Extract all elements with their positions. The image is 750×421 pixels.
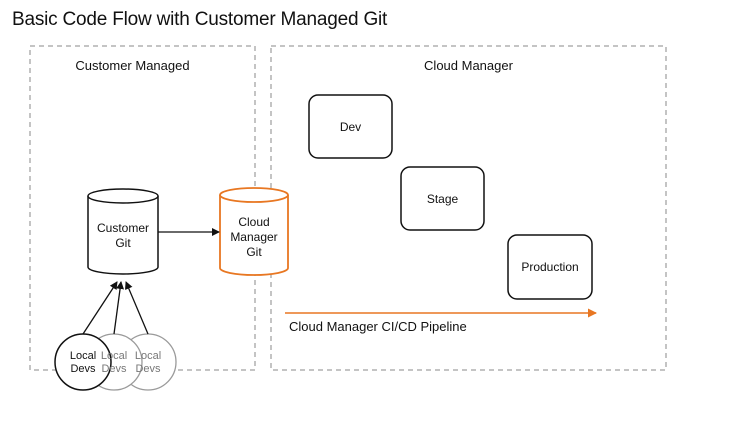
customer-managed-label: Customer Managed xyxy=(75,58,190,73)
stage-label: Stage xyxy=(426,192,459,206)
local-dev-arrow-1 xyxy=(82,281,118,335)
pipeline-label: Cloud Manager CI/CD Pipeline xyxy=(289,319,467,334)
dev-label: Dev xyxy=(339,120,362,134)
production-box xyxy=(507,234,593,300)
cloud-manager-git-label: Cloud Manager Git xyxy=(230,215,278,259)
cloud-manager-label: Cloud Manager xyxy=(424,58,513,73)
cloud-manager-git-cylinder xyxy=(219,187,289,276)
local-dev-arrow-2 xyxy=(113,281,125,335)
local-dev-arrow-3 xyxy=(125,281,149,335)
customer-git-cylinder xyxy=(87,188,159,275)
production-label: Production xyxy=(521,260,579,274)
dev-box xyxy=(308,94,393,159)
diagram-title: Basic Code Flow with Customer Managed Gi… xyxy=(12,9,388,30)
local-devs-label-2: Local Devs xyxy=(100,350,128,375)
local-devs-label-1: Local Devs xyxy=(69,350,97,375)
local-devs-label-3: Local Devs xyxy=(134,350,162,375)
customer-git-label: Customer Git xyxy=(96,221,149,250)
stage-box xyxy=(400,166,485,231)
